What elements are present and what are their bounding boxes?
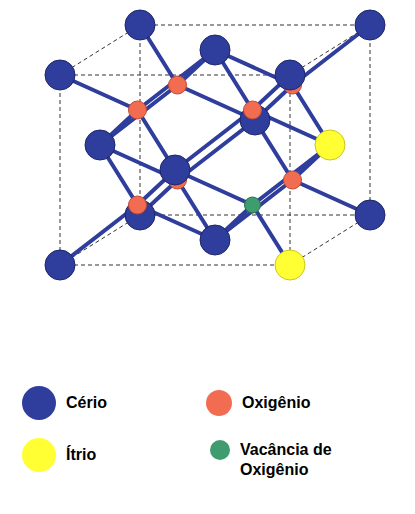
legend-item: Vacância de Oxigênio <box>210 440 350 480</box>
legend-swatch <box>22 386 56 420</box>
atoms-middle <box>85 35 345 255</box>
bonds <box>60 25 370 265</box>
legend-label: Vacância de Oxigênio <box>240 440 350 480</box>
atoms-front <box>45 60 305 280</box>
legend-item: Ítrio <box>22 438 96 472</box>
atoms-back <box>125 10 385 230</box>
legend-swatch <box>22 438 56 472</box>
legend-swatch <box>210 440 230 460</box>
legend-swatch <box>206 390 232 416</box>
legend-item: Cério <box>22 386 107 420</box>
legend-label: Ítrio <box>66 445 96 465</box>
legend-label: Oxigênio <box>242 393 310 413</box>
unit-cell-edges <box>60 25 370 265</box>
legend-label: Cério <box>66 393 107 413</box>
legend-item: Oxigênio <box>206 390 310 416</box>
